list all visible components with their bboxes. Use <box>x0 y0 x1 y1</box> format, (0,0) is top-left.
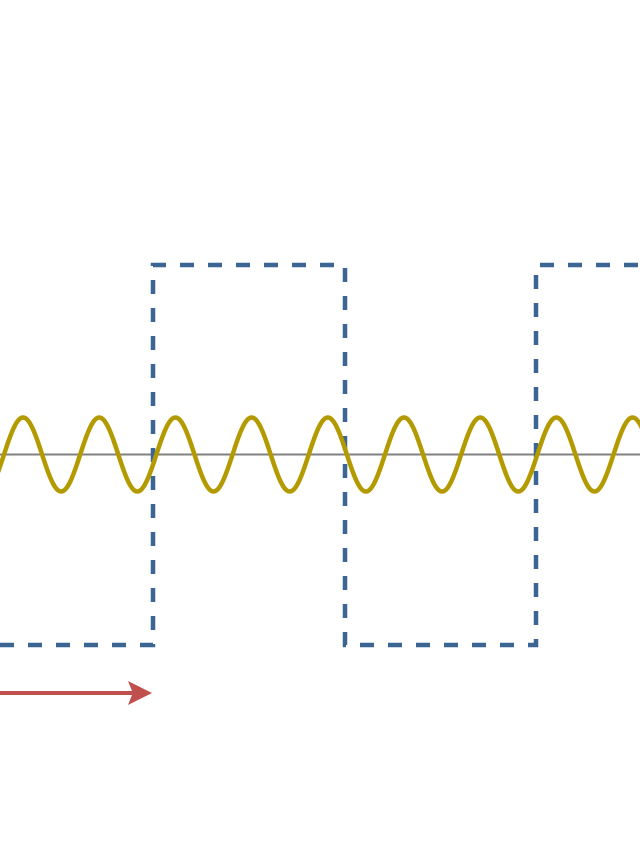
sine-wave <box>0 415 640 494</box>
